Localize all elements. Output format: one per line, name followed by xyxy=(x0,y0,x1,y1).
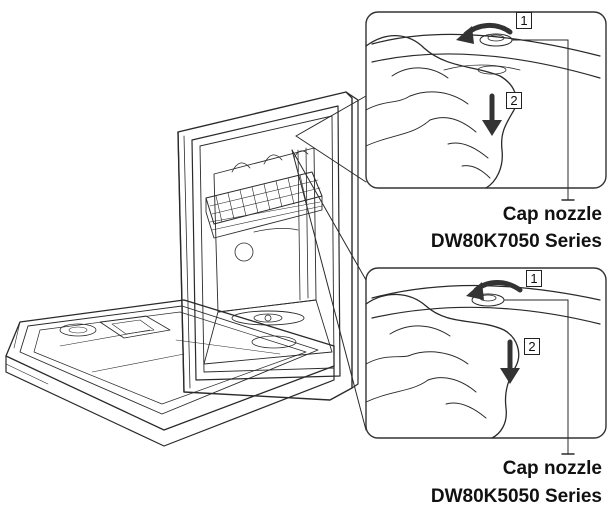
series-label-top: DW80K7050 Series xyxy=(430,231,602,252)
step-1-badge-bottom: 1 xyxy=(526,270,542,287)
detail-panel-top xyxy=(365,11,607,201)
series-label-bottom: DW80K5050 Series xyxy=(430,486,602,507)
cap-nozzle-label-bottom: Cap nozzle xyxy=(502,458,602,479)
dishwasher-illustration xyxy=(5,91,359,447)
step-1-badge-top: 1 xyxy=(516,12,532,29)
step-2-badge-bottom: 2 xyxy=(524,338,540,355)
cap-nozzle-label-top: Cap nozzle xyxy=(502,204,602,225)
step-2-badge-top: 2 xyxy=(506,92,522,109)
callout-lines xyxy=(291,95,367,431)
detail-panel-bottom xyxy=(365,267,607,455)
